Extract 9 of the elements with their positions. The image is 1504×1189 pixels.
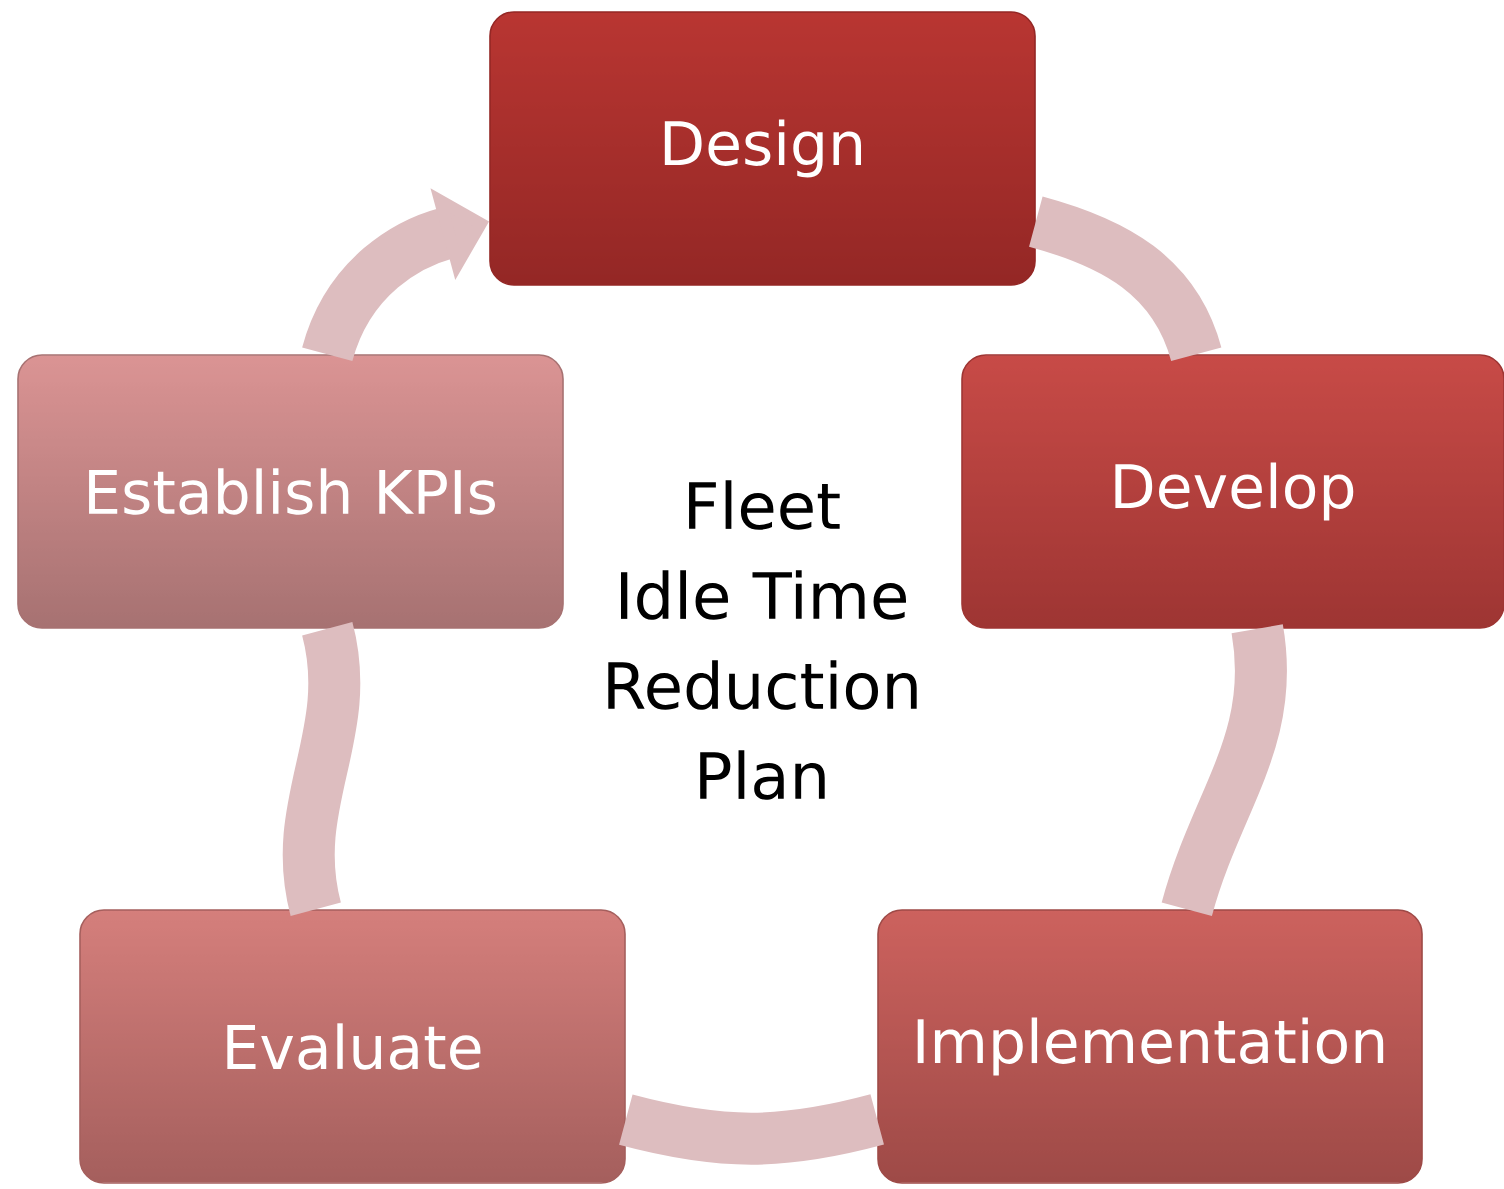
center-title: Fleet Idle Time Reduction Plan xyxy=(608,480,917,800)
connector xyxy=(1161,625,1287,917)
process-box: Establish KPIs xyxy=(17,354,564,629)
process-box: Design xyxy=(489,11,1036,286)
process-box: Evaluate xyxy=(79,909,626,1184)
connector xyxy=(282,623,361,915)
connector xyxy=(619,1094,884,1165)
process-box: Implementation xyxy=(877,909,1423,1184)
process-box: Develop xyxy=(961,354,1504,629)
